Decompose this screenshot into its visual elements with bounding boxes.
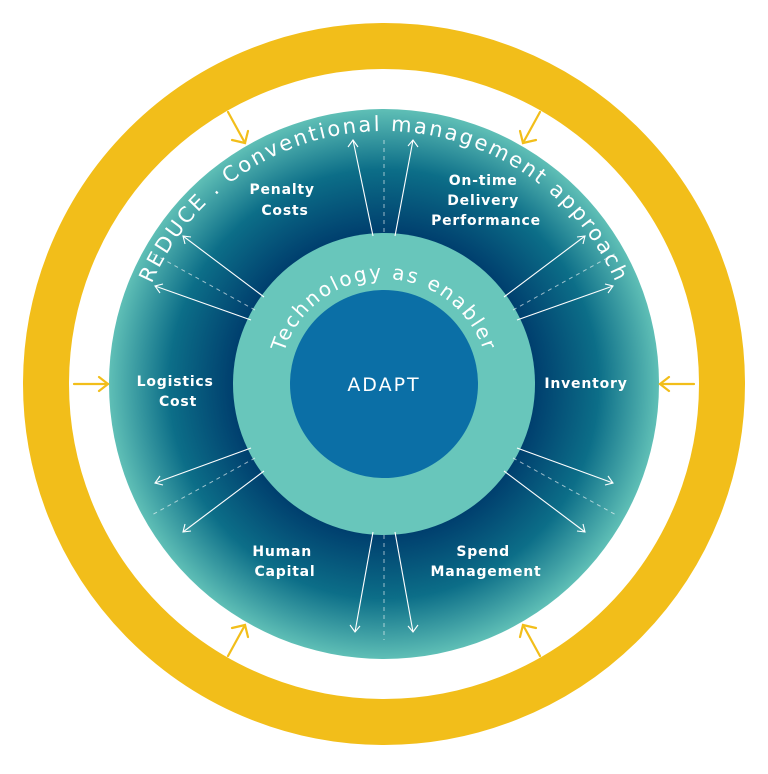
segment-line: Logistics xyxy=(137,374,214,390)
segment-line: Inventory xyxy=(544,376,627,392)
segment-line: Human xyxy=(252,544,312,560)
segment-line: Penalty xyxy=(249,182,314,198)
outward-arrows xyxy=(154,139,614,633)
segment-line: Costs xyxy=(261,203,308,219)
core-label: ADAPT xyxy=(347,374,420,396)
segment-line: Spend xyxy=(456,544,510,560)
segment-label-penalty-costs: Penalty Costs xyxy=(249,182,320,219)
segment-line: Management xyxy=(430,564,541,580)
segment-line: Delivery xyxy=(447,193,519,209)
outer-ring xyxy=(23,23,745,745)
segment-line: On-time xyxy=(449,173,518,189)
segment-line: Performance xyxy=(431,213,541,229)
core-circle xyxy=(290,290,478,478)
segment-line: Capital xyxy=(254,564,315,580)
segment-label-spend-management: Spend Management xyxy=(430,544,541,580)
segment-line: Cost xyxy=(159,394,197,410)
segment-label-inventory: Inventory xyxy=(544,376,627,392)
segment-label-human-capital: Human Capital xyxy=(252,544,317,580)
segment-label-logistics-cost: Logistics Cost xyxy=(137,374,220,410)
inward-arrows xyxy=(72,110,696,658)
segment-label-on-time-delivery: On-time Delivery Performance xyxy=(431,173,541,229)
segment-separators xyxy=(149,140,619,640)
